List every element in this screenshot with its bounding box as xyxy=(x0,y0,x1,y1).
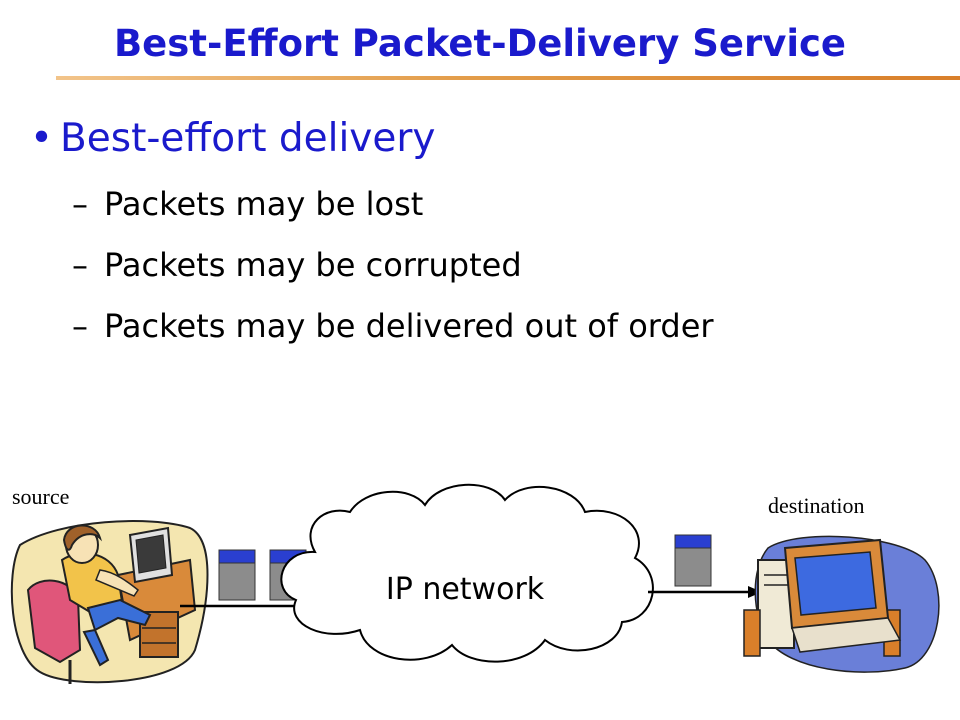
bullet-dot-icon: • xyxy=(30,116,54,161)
dash-icon: – xyxy=(72,246,88,284)
sub-item-text: Packets may be lost xyxy=(104,185,424,223)
main-bullet: •Best-effort delivery xyxy=(30,116,436,161)
destination-computer-icon xyxy=(743,535,940,673)
title-underline xyxy=(56,76,960,80)
ip-network-label: IP network xyxy=(385,572,545,607)
packet-icon xyxy=(218,549,256,601)
sub-item-text: Packets may be corrupted xyxy=(104,246,522,284)
destination-label: destination xyxy=(768,493,865,518)
arrow-to-destination-icon xyxy=(648,586,762,598)
source-label: source xyxy=(12,484,70,509)
packet-icon xyxy=(674,534,712,587)
sub-item: –Packets may be lost xyxy=(72,185,423,223)
slide-title: Best-Effort Packet-Delivery Service xyxy=(113,22,847,65)
main-bullet-text: Best-effort delivery xyxy=(60,116,436,161)
dash-icon: – xyxy=(72,307,88,345)
sub-item: –Packets may be delivered out of order xyxy=(72,307,714,345)
dash-icon: – xyxy=(72,185,88,223)
sub-item-text: Packets may be delivered out of order xyxy=(104,307,714,345)
ip-network-cloud-icon xyxy=(280,483,654,663)
source-person-icon xyxy=(10,520,209,684)
sub-item: –Packets may be corrupted xyxy=(72,246,522,284)
